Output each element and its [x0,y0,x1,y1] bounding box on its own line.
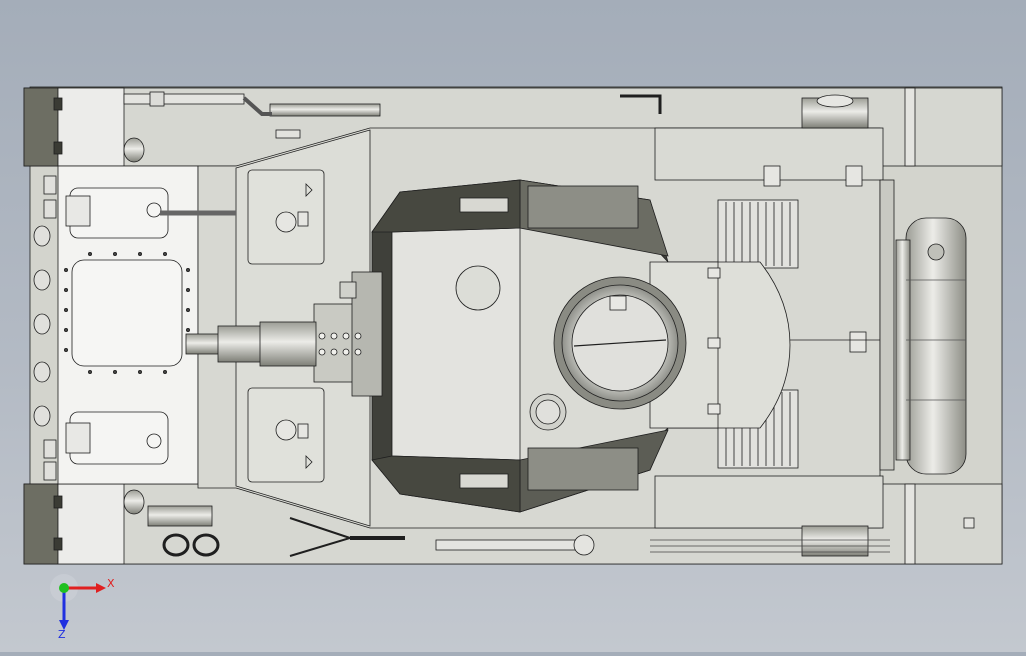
z-axis-label: Z [58,628,66,641]
loader-hatch [455,265,501,311]
bottom-road-wheel [801,525,869,557]
top-left-track-end [23,87,59,167]
coordinate-triad: X Z [44,572,124,642]
bottom-left-track-end [23,483,59,565]
engine-access-panel [71,259,183,367]
main-gun-barrel [185,321,317,367]
x-axis-label: X [107,577,115,590]
y-axis-dot [59,583,69,593]
